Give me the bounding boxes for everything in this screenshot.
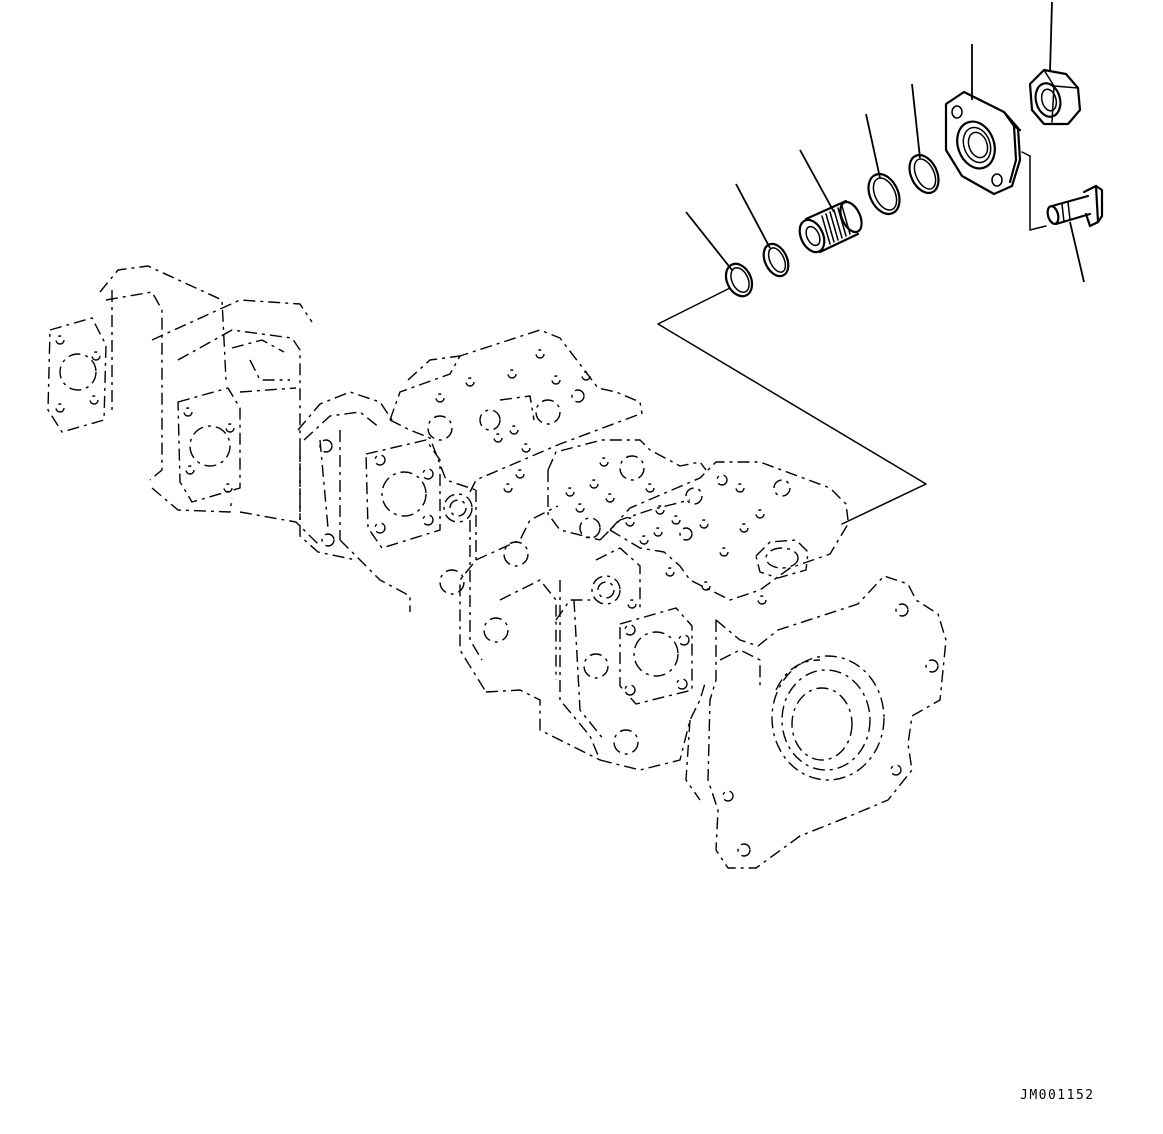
leader-o-ring-large-2 bbox=[911, 83, 921, 159]
main-pump-1-port-flange bbox=[365, 439, 473, 595]
o-ring-large-1 bbox=[867, 172, 901, 216]
assembly-guide-line bbox=[657, 287, 927, 525]
o-ring-small-2 bbox=[762, 242, 790, 278]
hex-nut bbox=[1028, 68, 1082, 126]
leader-hex-nut bbox=[1049, 1, 1053, 73]
leader-o-ring-large-1 bbox=[865, 113, 881, 179]
bolt-bracket-line bbox=[1029, 155, 1047, 231]
leader-threaded-sleeve bbox=[799, 149, 835, 213]
bolt-bracket-tick bbox=[1021, 151, 1031, 157]
threaded-sleeve bbox=[798, 199, 863, 254]
leader-bolt bbox=[1069, 221, 1085, 283]
leader-o-ring-small-1 bbox=[685, 211, 733, 271]
bolt bbox=[1046, 184, 1104, 228]
main-pump-3-body bbox=[559, 547, 707, 801]
coupling-housing bbox=[297, 391, 411, 612]
leader-o-ring-small-2 bbox=[735, 183, 771, 249]
leader-lines bbox=[685, 1, 1085, 283]
rear-gear-pump bbox=[47, 265, 313, 513]
split-flange bbox=[944, 90, 1022, 196]
o-ring-large-2 bbox=[908, 153, 940, 195]
hydraulic-pump-assembly bbox=[47, 265, 947, 869]
main-pump-3-control-valve bbox=[609, 461, 849, 601]
main-pump-2-control-valve bbox=[547, 439, 707, 541]
main-pump-1-body bbox=[469, 505, 601, 761]
o-ring-small-1 bbox=[724, 262, 754, 298]
drawing-code: JM001152 bbox=[1020, 1088, 1095, 1103]
exploded-parts bbox=[724, 68, 1104, 298]
main-pump-1-control-valve bbox=[389, 329, 643, 693]
front-mounting-flange bbox=[707, 575, 947, 869]
middle-gear-pump bbox=[177, 329, 321, 547]
